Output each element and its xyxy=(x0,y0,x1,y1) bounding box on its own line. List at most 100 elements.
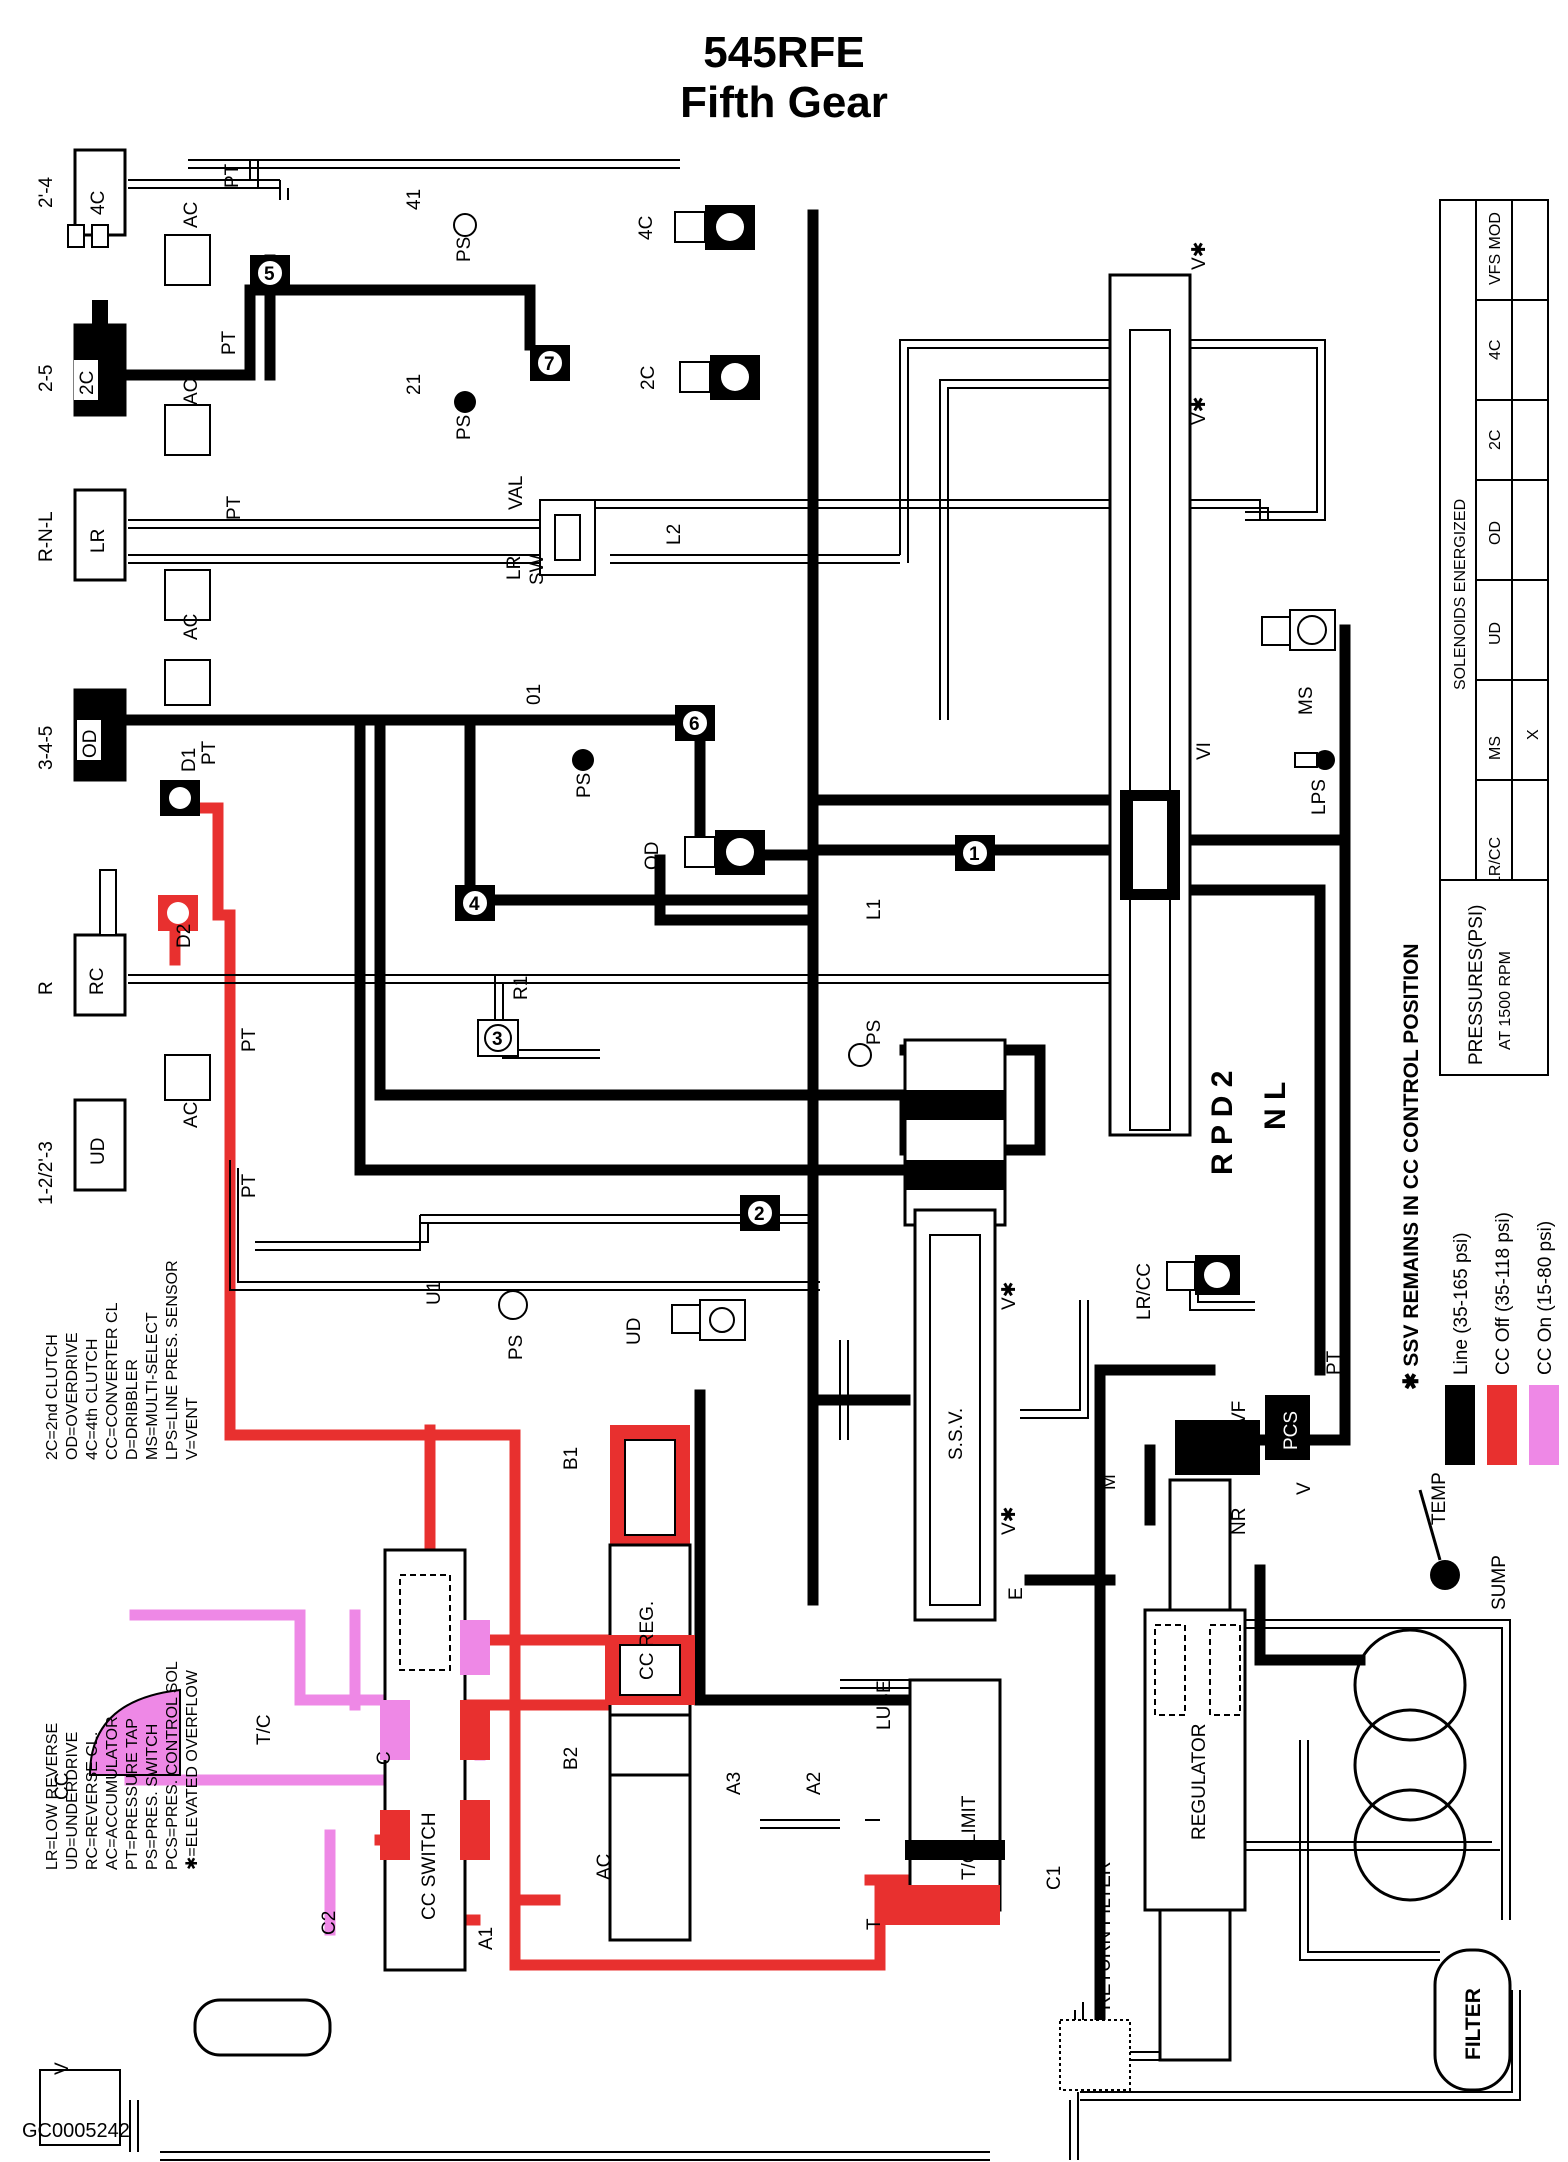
figure-code: GC0005242 xyxy=(22,2120,130,2142)
abbr-line: PCS=PRES. CONTROL SOL xyxy=(164,1661,181,1870)
tc-limit-label: T/C LIMIT xyxy=(959,1795,980,1880)
filter-label: FILTER xyxy=(1462,1988,1485,2060)
lr-switch-valve: VAL LR SW L2 L1 xyxy=(504,475,885,920)
vf-label: VF xyxy=(1229,1401,1250,1425)
tc-label: T/C xyxy=(254,1714,275,1745)
vent-label: V✱ xyxy=(1189,396,1210,425)
abbr-line: AC=ACCUMULATOR xyxy=(104,1716,121,1870)
d1-label: D1 xyxy=(179,748,200,772)
check-ball-number: 4 xyxy=(469,894,480,915)
title-block: 545RFE Fifth Gear xyxy=(0,28,1568,128)
pressure-switch-labels: PS PS PS PS PS 41 21 01 R1 U1 xyxy=(404,189,885,1360)
pressures-heading: PRESSURES(PSI) xyxy=(1466,905,1487,1065)
b1-label: B1 xyxy=(561,1447,582,1470)
abbr-line: LPS=LINE PRES. SENSOR xyxy=(164,1260,181,1460)
d2-label: D2 xyxy=(174,924,195,948)
clutch-range-label: 2-5 xyxy=(36,365,57,392)
line-pressure-passages xyxy=(122,209,1366,2086)
port-r1-label: R1 xyxy=(511,976,532,1000)
abbr-line: PT=PRESSURE TAP xyxy=(124,1718,141,1870)
legend-label-cc-off: CC Off (35-118 psi) xyxy=(1493,1212,1514,1375)
clutch-r-rc: R RC xyxy=(36,869,127,1017)
solenoid-ud-label: UD xyxy=(624,1318,645,1345)
solenoid-2c: 2C xyxy=(638,355,760,400)
accumulator-labels: AC AC AC AC xyxy=(181,202,202,1128)
clutch-name-label: RC xyxy=(87,968,108,995)
abbr-line: LR=LOW REVERSE xyxy=(44,1723,61,1870)
pressure-tap-labels: PT PT PT PT PT PT PT xyxy=(199,163,1345,1375)
ps-label: PS xyxy=(864,1020,885,1045)
abbreviations-left: LR=LOW REVERSE UD=UNDERDRIVE RC=REVERSE … xyxy=(44,1661,201,1870)
cc-reg-label: CC REG. xyxy=(637,1601,658,1680)
diagram-subtitle: Fifth Gear xyxy=(680,78,888,127)
cc-off-passages xyxy=(169,802,951,1971)
lube-label: LUBE xyxy=(874,1680,895,1730)
pcs-block: PCS VF V M NR xyxy=(1099,1395,1315,1535)
return-filter: RETURN FILTER xyxy=(1059,1862,1131,2091)
pt-label: PT xyxy=(224,495,245,520)
clutch-2-5-2c: 2-5 2C xyxy=(36,300,127,417)
abbreviations-right: 2C=2nd CLUTCH OD=OVERDRIVE 4C=4th CLUTCH… xyxy=(44,1260,201,1460)
sump-label: SUMP xyxy=(1489,1555,1510,1610)
manual-positions: R P D 2 N L xyxy=(1206,1071,1292,1176)
solenoid-col-vfs: VFS MOD xyxy=(1487,212,1504,285)
diagram-title: 545RFE xyxy=(703,28,865,77)
check-ball-number: 3 xyxy=(492,1029,503,1050)
legend-swatch-line xyxy=(1445,1385,1475,1465)
pt-label: PT xyxy=(199,740,220,765)
port-41-label: 41 xyxy=(404,189,425,210)
clutch-name-label: UD xyxy=(88,1138,109,1165)
pt-label: PT xyxy=(222,163,243,188)
lr-sw-label: LR xyxy=(504,556,525,580)
abbr-line: PS=PRES. SWITCH xyxy=(144,1724,161,1870)
solenoid-table-title: SOLENOIDS ENERGIZED xyxy=(1452,499,1469,690)
check-ball-4: 4 xyxy=(455,885,495,921)
solenoid-ms: MS xyxy=(1261,609,1336,715)
solenoid-col-2c: 2C xyxy=(1487,430,1504,450)
abbr-line: V=VENT xyxy=(184,1397,201,1460)
solenoid-4c: 4C xyxy=(636,205,755,250)
check-ball-1: 1 xyxy=(955,835,995,871)
shift-valve-stack: S.S.V. V✱ V✱ E xyxy=(903,1038,1027,1622)
a1-label: A1 xyxy=(476,1927,497,1950)
c1-label: C1 xyxy=(1044,1866,1065,1890)
clutch-range-label: 2'-4 xyxy=(36,176,57,208)
solenoid-col-lrcc: LR/CC xyxy=(1487,837,1504,885)
e-label: E xyxy=(1006,1587,1027,1600)
ps-label: PS xyxy=(574,773,595,798)
clutch-name-label: 2C xyxy=(77,371,98,395)
line-pressure-sensor: LPS xyxy=(1294,750,1335,815)
check-ball-3: 3 xyxy=(477,1019,519,1057)
regulator-valve: REGULATOR xyxy=(1143,1478,1247,2062)
temp-sensor: TEMP SUMP xyxy=(1418,1472,1510,1610)
val-label: VAL xyxy=(506,475,527,510)
solenoid-col-od: OD xyxy=(1487,521,1504,545)
legend-label-line: Line (35-165 psi) xyxy=(1451,1232,1472,1375)
return-filter-label: RETURN FILTER xyxy=(1094,1862,1115,2010)
abbr-line: OD=OVERDRIVE xyxy=(64,1332,81,1460)
port-u1-label: U1 xyxy=(424,1281,445,1305)
v-label: V xyxy=(52,2062,73,2075)
manual-positions-row2: N L xyxy=(1259,1082,1292,1130)
solenoid-ud: UD xyxy=(624,1299,746,1345)
check-ball-7: 7 xyxy=(530,345,570,381)
cc-switch-valve: CC SWITCH C C2 A1 xyxy=(319,1548,497,1972)
nr-label: NR xyxy=(1229,1508,1250,1535)
check-ball-number: 5 xyxy=(264,264,275,285)
a3-label: A3 xyxy=(724,1772,745,1795)
check-ball-2: 2 xyxy=(740,1195,780,1231)
solenoid-lrcc: LR/CC xyxy=(1134,1255,1240,1320)
check-ball-6: 6 xyxy=(675,705,715,741)
temp-label: TEMP xyxy=(1429,1472,1450,1525)
c2-label: C2 xyxy=(319,1911,340,1935)
port-21-label: 21 xyxy=(404,374,425,395)
solenoid-col-4c: 4C xyxy=(1487,340,1504,360)
v-label: V xyxy=(1294,1482,1315,1495)
torque-converter: T/C CC xyxy=(52,1688,275,1800)
pump-gears xyxy=(1353,1628,1467,1902)
legend-swatch-cc-on xyxy=(1529,1385,1559,1465)
ps-label: PS xyxy=(454,415,475,440)
vent-label: V✱ xyxy=(1189,241,1210,270)
abbr-line: CC=CONVERTER CL xyxy=(104,1302,121,1460)
